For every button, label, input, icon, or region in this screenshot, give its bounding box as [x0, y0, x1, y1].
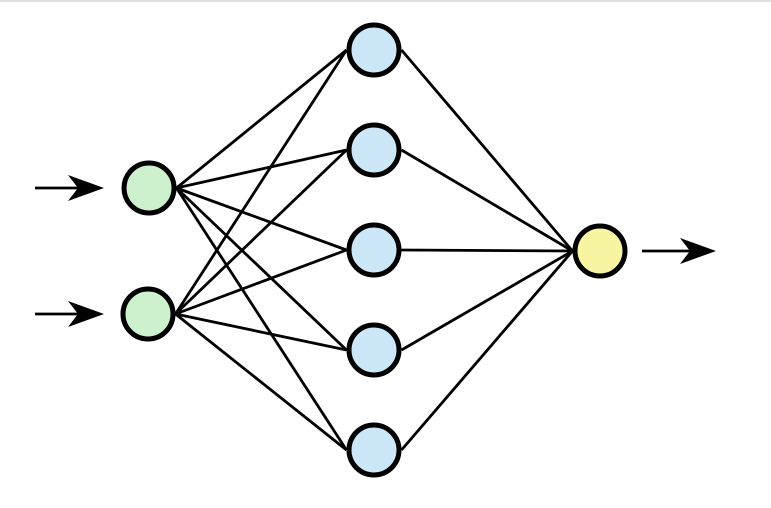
- edge-in2-h2: [174, 148, 348, 316]
- edge-h2-out1: [400, 148, 574, 253]
- top-border: [0, 0, 771, 2]
- hidden-node-3: [346, 222, 402, 278]
- edge-h3-out1: [401, 248, 573, 253]
- edge-h1-out1: [400, 49, 574, 252]
- hidden-node-1: [346, 22, 402, 78]
- input-arrow-2: [35, 301, 104, 327]
- edge-in1-h4: [175, 186, 348, 352]
- edge-in2-h5: [174, 312, 348, 452]
- output-arrow: [642, 238, 716, 264]
- edge-in1-h1: [175, 48, 348, 190]
- hidden-node-4: [346, 322, 402, 378]
- edge-h4-out1: [400, 249, 574, 352]
- edge-in1-h5: [175, 187, 348, 451]
- edge-in1-h2: [176, 148, 347, 190]
- edge-in2-h4: [175, 312, 347, 352]
- input-arrow-1: [35, 175, 104, 201]
- input-arrow-1-head: [68, 175, 104, 201]
- input-node-1: [121, 160, 177, 216]
- hidden-node-2: [346, 122, 402, 178]
- edge-in2-h1: [174, 49, 348, 315]
- edge-in2-h3: [175, 248, 347, 316]
- input-node-2: [120, 286, 176, 342]
- output-node-1: [572, 223, 628, 279]
- input-arrow-2-head: [68, 301, 104, 327]
- edge-h5-out1: [400, 250, 574, 451]
- output-arrow-head: [680, 238, 716, 264]
- hidden-node-5: [346, 422, 402, 478]
- edge-in1-h3: [176, 186, 347, 252]
